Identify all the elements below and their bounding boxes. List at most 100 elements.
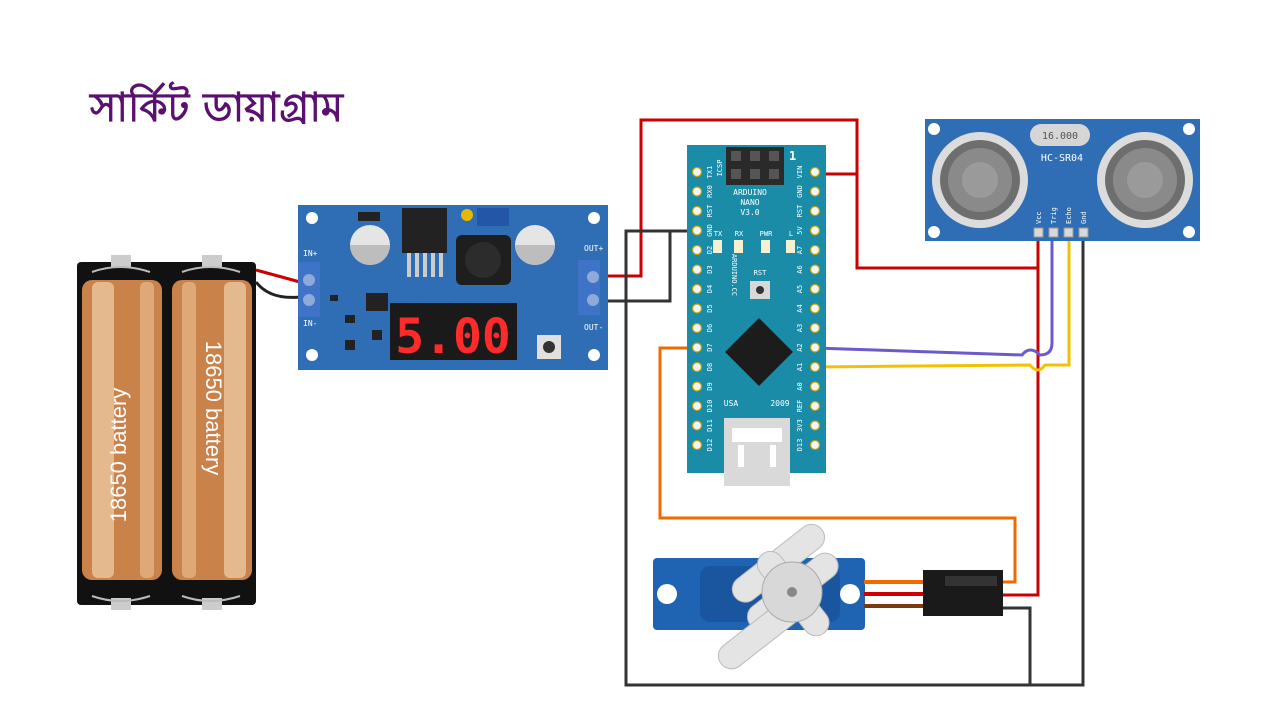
pin-d10 bbox=[691, 400, 703, 412]
pin-a2 bbox=[809, 342, 821, 353]
pin-a6 bbox=[809, 264, 821, 275]
pin-gnd bbox=[809, 186, 821, 197]
pin-label: D10 bbox=[706, 400, 714, 413]
arduino-nano: ICSP 1 ARDUINO NANO V3.0 TX RX PWR L ARD… bbox=[687, 145, 826, 486]
pin-5v bbox=[809, 225, 821, 236]
pin-label: D6 bbox=[706, 324, 714, 332]
pin-3v3 bbox=[809, 420, 821, 431]
pin-a4 bbox=[809, 303, 821, 314]
label-arduino-cc: ARDUINO.CC bbox=[730, 254, 738, 296]
pin-gnd bbox=[691, 225, 703, 236]
label-pin-one: 1 bbox=[789, 149, 796, 163]
pin-label: VIN bbox=[796, 166, 804, 179]
battery-cell-1: 18650 battery bbox=[82, 280, 162, 580]
pin-d13 bbox=[809, 439, 821, 451]
label-out-plus: OUT+ bbox=[584, 244, 603, 253]
display-value: 5.00 bbox=[395, 309, 511, 365]
wire-servo-vcc bbox=[1000, 268, 1040, 597]
pin-tx1 bbox=[691, 166, 703, 178]
pin-label: 5V bbox=[796, 226, 804, 235]
wire-servo-signal bbox=[658, 346, 1017, 584]
pin-d8 bbox=[691, 361, 703, 373]
pin-ref bbox=[809, 400, 821, 412]
pin-label: D3 bbox=[706, 265, 714, 273]
pin-label: D9 bbox=[706, 382, 714, 390]
pin-label: D7 bbox=[706, 343, 714, 351]
wire-battery-positive bbox=[255, 268, 301, 284]
wire-echo bbox=[813, 237, 1071, 372]
sensor-pin-gnd bbox=[1078, 227, 1089, 238]
pin-a3 bbox=[809, 322, 821, 334]
label-version: V3.0 bbox=[740, 208, 759, 217]
pin-rst bbox=[691, 205, 703, 217]
pin-label: D12 bbox=[706, 439, 714, 452]
pin-label: RX0 bbox=[706, 185, 714, 198]
pin-d3 bbox=[691, 264, 703, 275]
sensor-model: HC-SR04 bbox=[1041, 153, 1083, 164]
pin-rx0 bbox=[691, 186, 703, 197]
pin-a0 bbox=[809, 381, 821, 392]
pin-a1 bbox=[809, 361, 821, 373]
label-usa: USA bbox=[724, 399, 739, 408]
pin-label: A7 bbox=[796, 246, 804, 254]
led-label: L bbox=[789, 230, 793, 238]
sensor-pin-label: Vcc bbox=[1035, 211, 1043, 224]
pin-label: 3V3 bbox=[796, 419, 804, 432]
pin-label: RST bbox=[706, 204, 714, 217]
sensor-pin-row: Vcc Trig Echo Gnd bbox=[1033, 207, 1089, 238]
label-year: 2009 bbox=[770, 399, 789, 408]
transducer-left bbox=[932, 132, 1028, 228]
pin-label: A1 bbox=[796, 363, 804, 371]
label-rst: RST bbox=[754, 269, 767, 277]
crystal-oscillator bbox=[1030, 124, 1090, 146]
pin-vin bbox=[809, 166, 821, 178]
sensor-pin-echo bbox=[1063, 227, 1074, 238]
servo-horn bbox=[717, 523, 839, 670]
sensor-pin-label: Gnd bbox=[1080, 211, 1088, 224]
led-label: TX bbox=[714, 230, 723, 238]
dc-dc-converter: IN+ IN- OUT+ OUT- 5.00 bbox=[298, 205, 608, 370]
pin-d7 bbox=[691, 342, 703, 353]
wires bbox=[254, 118, 1085, 687]
wire-vin bbox=[594, 118, 859, 278]
pin-label: D2 bbox=[706, 246, 714, 254]
label-arduino: ARDUINO bbox=[733, 188, 767, 197]
servo-motor bbox=[653, 523, 1003, 670]
pin-d6 bbox=[691, 322, 703, 334]
sensor-pin-vcc bbox=[1033, 227, 1044, 238]
pin-label: A4 bbox=[796, 304, 804, 312]
status-leds: TX RX PWR L bbox=[713, 230, 795, 253]
wire-trig bbox=[813, 237, 1054, 357]
label-out-minus: OUT- bbox=[584, 323, 603, 332]
pin-label: A3 bbox=[796, 324, 804, 332]
seven-segment-display bbox=[390, 303, 517, 360]
pin-d9 bbox=[691, 381, 703, 392]
pin-label: D5 bbox=[706, 304, 714, 312]
wire-servo-gnd bbox=[1000, 606, 1032, 685]
microcontroller-chip bbox=[725, 318, 793, 386]
pin-label: D13 bbox=[796, 439, 804, 452]
wire-gnd bbox=[594, 229, 700, 303]
pin-label: TX1 bbox=[706, 166, 714, 179]
wire-sensor-gnd bbox=[624, 229, 1085, 687]
page-title: সার্কিট ডায়াগ্রাম bbox=[90, 85, 344, 131]
battery-cell-2: 18650 battery bbox=[172, 280, 252, 580]
label-icsp: ICSP bbox=[716, 160, 724, 177]
sensor-pin-label: Trig bbox=[1050, 207, 1058, 224]
battery-cell-label: 18650 battery bbox=[201, 341, 226, 476]
pin-label: A6 bbox=[796, 265, 804, 273]
pin-label: GND bbox=[796, 185, 804, 198]
pin-label: D8 bbox=[706, 363, 714, 371]
pin-d11 bbox=[691, 420, 703, 431]
battery-holder: 18650 battery 18650 battery bbox=[77, 255, 256, 610]
wire-sensor-vcc bbox=[855, 174, 1040, 270]
battery-cell-label: 18650 battery bbox=[106, 388, 131, 523]
pin-label: RST bbox=[796, 204, 804, 217]
sensor-pin-label: Echo bbox=[1065, 207, 1073, 224]
pin-d5 bbox=[691, 303, 703, 314]
label-in-plus: IN+ bbox=[303, 249, 318, 258]
led-label: RX bbox=[735, 230, 744, 238]
